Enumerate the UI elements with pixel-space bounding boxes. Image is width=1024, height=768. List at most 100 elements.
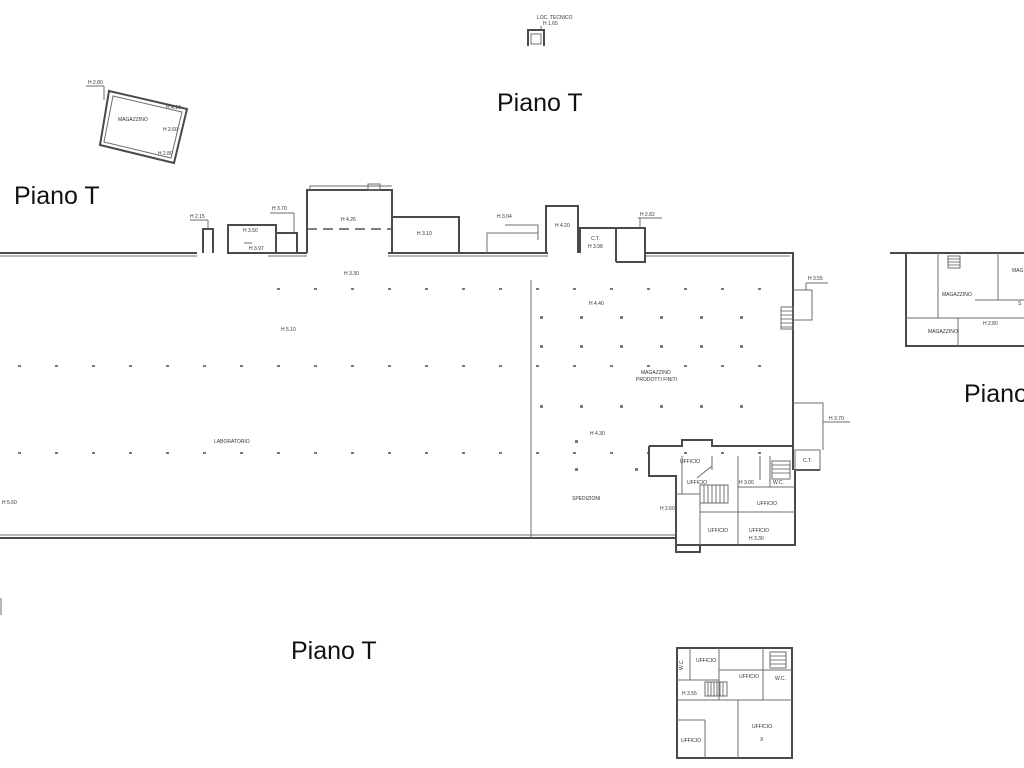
column-dot (314, 288, 317, 290)
floor-title-top: Piano T (497, 89, 583, 117)
ufficio-3-label: UFFICIO (757, 501, 777, 507)
column-dot (540, 405, 543, 408)
column-dot (351, 288, 354, 290)
column-dot (758, 365, 761, 367)
h330b-label: H 3.30 (749, 536, 764, 542)
floor-title-left: Piano T (14, 182, 100, 210)
h426-label: H 4.26 (341, 217, 356, 223)
column-dot (740, 345, 743, 348)
loc-tecnico-label: LOC. TECNICO (537, 15, 573, 21)
bottom-ufficio-1-label: UFFICIO (696, 658, 716, 664)
column-dot (573, 288, 576, 290)
column-dot (573, 452, 576, 454)
column-dot (499, 288, 502, 290)
column-dot (536, 452, 539, 454)
bottom-wc-1-label: W.C. (679, 659, 685, 670)
hb355-label: H 3.55 (682, 691, 697, 697)
column-dot (425, 452, 428, 454)
ct-top-label: C.T. (591, 236, 600, 242)
h370a-label: H 3.70 (272, 206, 287, 212)
column-dot (203, 365, 206, 367)
spedizioni-label: SPEDIZIONI (572, 496, 600, 502)
column-dot (55, 365, 58, 367)
column-dot (203, 452, 206, 454)
column-dot (610, 365, 613, 367)
h260-label: H 2.60 (660, 506, 675, 512)
h560-label: H 5.60 (2, 500, 17, 506)
bottom-x-label: X (760, 737, 764, 743)
column-dot (610, 288, 613, 290)
column-dot (620, 405, 623, 408)
column-dot (92, 452, 95, 454)
column-dot (721, 365, 724, 367)
column-dot (462, 365, 465, 367)
column-dot (660, 345, 663, 348)
column-dot (499, 365, 502, 367)
column-dot (129, 365, 132, 367)
loc-tecnico-height: H 1.65 (543, 21, 558, 27)
column-dot (314, 452, 317, 454)
right-s-label: S (1018, 301, 1022, 307)
column-dot (647, 288, 650, 290)
column-dot (92, 365, 95, 367)
magazzino-pf-label-1: MAGAZZINO (641, 370, 671, 376)
h440-label: H 4.40 (589, 301, 604, 307)
column-dot (647, 365, 650, 367)
ufficio-2-label: UFFICIO (687, 480, 707, 486)
floor-title-right: Piano (964, 380, 1024, 408)
ufficio-1-label: UFFICIO (680, 459, 700, 465)
h350-label: H 3.50 (243, 228, 258, 234)
column-dot (129, 452, 132, 454)
column-dot (55, 452, 58, 454)
column-dot (575, 440, 578, 443)
column-dot (425, 365, 428, 367)
column-dot (277, 452, 280, 454)
right-mag-2-label: MAGAZZINO (928, 329, 958, 335)
column-dot (660, 316, 663, 319)
column-dot (540, 316, 543, 319)
column-dot (18, 365, 21, 367)
column-dot (758, 288, 761, 290)
column-dot (575, 468, 578, 471)
small-mag-label: MAGAZZINO (118, 117, 148, 123)
small-mag-h1: H 2.80 (88, 80, 103, 86)
bottom-wc-2-label: W.C. (775, 676, 786, 682)
small-magazzino-block: H 2.80 MAGAZZINO H 4.10 H 2.60 H 2.80 (86, 80, 189, 165)
column-dot (684, 288, 687, 290)
column-dot (388, 365, 391, 367)
h304-label: H 3.04 (497, 214, 512, 220)
h330-label: H 3.30 (344, 271, 359, 277)
column-dot (536, 365, 539, 367)
h215-label: H 2.15 (190, 214, 205, 220)
column-dot (580, 405, 583, 408)
right-plan: MAGAZZINO MAGAZZINO MAG S H 2.80 (890, 252, 1024, 347)
h355-label: H 3.55 (808, 276, 823, 282)
bottom-ufficio-4-label: UFFICIO (681, 738, 701, 744)
column-dot (536, 288, 539, 290)
column-dot (684, 452, 687, 454)
column-dot (721, 288, 724, 290)
column-dot (610, 452, 613, 454)
h300-label: H 3.00 (739, 480, 754, 486)
h397-label: H 3.97 (249, 246, 264, 252)
column-dot (580, 316, 583, 319)
h420-label: H 4.20 (555, 223, 570, 229)
bottom-ufficio-3-label: UFFICIO (752, 724, 772, 730)
h370b-label: H 3.70 (829, 416, 844, 422)
column-dot (240, 365, 243, 367)
column-dot (721, 452, 724, 454)
column-dot (314, 365, 317, 367)
column-dot (351, 452, 354, 454)
column-dot (166, 365, 169, 367)
office-block: UFFICIO UFFICIO H 3.00 UFFICIO H 2.60 UF… (648, 439, 821, 553)
h310-label: H 3.10 (417, 231, 432, 237)
small-mag-h2: H 4.10 (166, 105, 181, 111)
laboratorio-label: LABORATORIO (214, 439, 250, 445)
h280r-label: H 2.80 (983, 321, 998, 327)
column-dot (240, 452, 243, 454)
column-dot (540, 345, 543, 348)
h282-label: H 2.82 (640, 212, 655, 218)
column-dot (388, 452, 391, 454)
magazzino-pf-label-2: PRODOTTI FINITI (636, 377, 677, 383)
